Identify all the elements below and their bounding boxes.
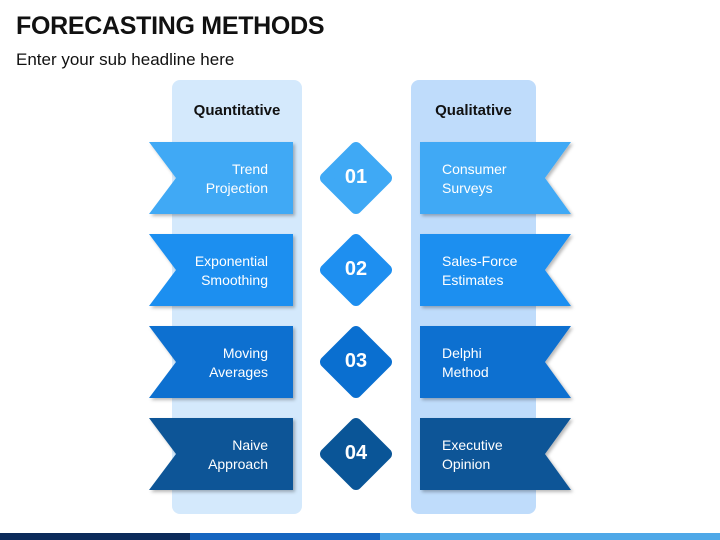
row-1-number-diamond (320, 142, 392, 214)
row-1-right-label: Consumer Surveys (442, 160, 582, 198)
row-2-left-ribbon (149, 234, 293, 306)
qualitative-header: Qualitative (435, 102, 512, 119)
page-subtitle: Enter your sub headline here (16, 50, 235, 69)
row-2-right-label: Sales-Force Estimates (442, 252, 582, 290)
row-3-right-ribbon (420, 326, 571, 398)
row-3-left-label: Moving Averages (128, 344, 268, 382)
row-4-right-label: Executive Opinion (442, 436, 582, 474)
row-1-right-line2: Surveys (442, 180, 493, 196)
footer-segment-3 (380, 533, 720, 540)
page-title: FORECASTING METHODS (16, 12, 325, 40)
row-2-right-line1: Sales-Force (442, 253, 518, 269)
quantitative-header: Quantitative (193, 102, 281, 119)
row-3-right-line2: Method (442, 364, 489, 380)
row-1-number: 01 (344, 166, 368, 188)
row-4-left-label: Naive Approach (128, 436, 268, 474)
row-4-left-line1: Naive (232, 437, 268, 453)
row-2-left-label: Exponential Smoothing (128, 252, 268, 290)
row-2-number: 02 (344, 258, 368, 280)
row-2-left-line2: Smoothing (201, 272, 268, 288)
row-3-left-line1: Moving (222, 345, 268, 361)
row-4-left-ribbon (149, 418, 293, 490)
row-3-left-line2: Averages (209, 364, 268, 380)
row-3-number-diamond (320, 326, 392, 398)
row-2-right-ribbon (420, 234, 571, 306)
footer-segment-1 (0, 533, 190, 540)
row-4-left-line2: Approach (208, 456, 268, 472)
row-3-right-label: Delphi Method (442, 344, 582, 382)
row-4-right-ribbon (420, 418, 571, 490)
row-1-left-label: Trend Projection (128, 160, 268, 198)
row-2-number-diamond (320, 234, 392, 306)
footer-segment-2 (190, 533, 380, 540)
row-4-right-line1: Executive (442, 437, 503, 453)
row-3-left-ribbon (149, 326, 293, 398)
row-1-left-line1: Trend (231, 161, 268, 177)
row-3-right-line1: Delphi (442, 345, 482, 361)
row-3-number: 03 (344, 350, 368, 372)
row-4-number: 04 (344, 442, 368, 464)
row-4-right-line2: Opinion (442, 456, 491, 472)
row-2-right-line2: Estimates (442, 272, 504, 288)
row-4-number-diamond (320, 418, 392, 490)
row-2-left-line1: Exponential (194, 253, 268, 269)
row-1-left-ribbon (149, 142, 293, 214)
footer-bar (0, 533, 720, 540)
row-1-right-ribbon (420, 142, 571, 214)
row-1-right-line1: Consumer (442, 161, 507, 177)
row-1-left-line2: Projection (205, 180, 268, 196)
